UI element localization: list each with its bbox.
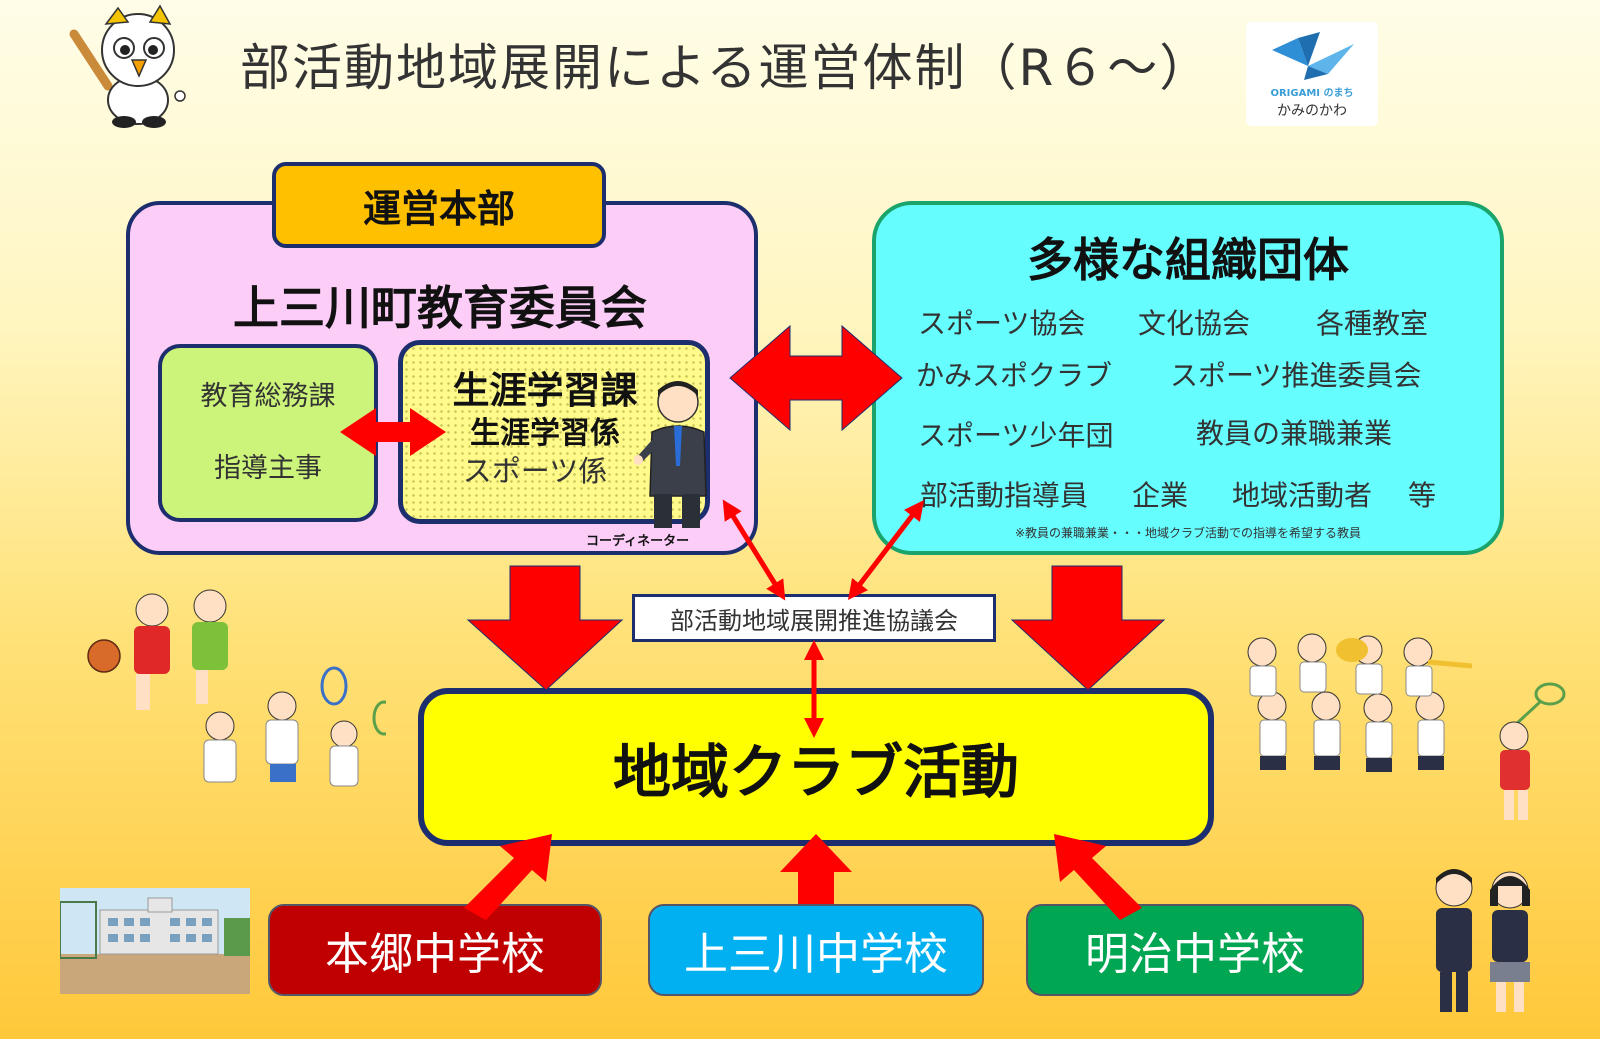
lifelong-learning-section: 生涯学習係 xyxy=(470,416,620,451)
logo-text-jp: かみのかわ xyxy=(1277,103,1347,119)
general-affairs-label: 教育総務課 xyxy=(200,381,336,412)
coordinator-label: コーディネーター xyxy=(586,534,690,549)
up-arrow-hongo xyxy=(464,834,552,920)
org-item: スポーツ少年団 xyxy=(918,419,1114,452)
mascot-owl-icon xyxy=(69,4,186,128)
up-arrow-meiji xyxy=(1054,834,1142,920)
council-link-hq xyxy=(722,499,786,601)
org-item: 地域活動者 xyxy=(1232,479,1373,512)
org-item: 等 xyxy=(1408,479,1437,512)
page-title: 部活動地域展開による運営体制（R６～） xyxy=(240,39,1212,97)
school-building-image xyxy=(60,888,250,994)
org-item: 文化協会 xyxy=(1138,307,1251,340)
up-arrow-kaminokawa xyxy=(780,834,852,904)
down-arrow-right xyxy=(1010,565,1166,691)
school-kaminokawa: 上三川中学校 xyxy=(648,904,984,996)
org-item: 教員の兼職兼業 xyxy=(1196,417,1393,450)
org-item: 部活動指導員 xyxy=(920,479,1089,512)
org-item: 各種教室 xyxy=(1316,307,1429,340)
link-arrow-hq-orgs xyxy=(729,324,903,432)
org-item: かみスポクラブ xyxy=(916,359,1113,392)
org-item: 企業 xyxy=(1132,479,1189,512)
brass-band-illustration xyxy=(1247,633,1473,772)
origami-crane-icon xyxy=(1272,32,1354,80)
down-arrow-left xyxy=(466,565,624,691)
link-arrow-internal xyxy=(340,408,446,456)
org-footnote: ※教員の兼職兼業・・・地域クラブ活動での指導を希望する教員 xyxy=(1015,526,1362,540)
headquarters-tab: 運営本部 xyxy=(272,162,606,248)
school-hongo: 本郷中学校 xyxy=(268,904,602,996)
logo-text-en: ORIGAMI のまち xyxy=(1270,88,1354,99)
lifelong-learning-title: 生涯学習課 xyxy=(452,369,638,412)
board-of-education-title: 上三川町教育委員会 xyxy=(233,281,647,335)
sports-section: スポーツ係 xyxy=(462,454,608,488)
school-meiji: 明治中学校 xyxy=(1026,904,1364,996)
students-sports-illustration xyxy=(87,589,386,787)
coordinator-person-icon xyxy=(634,381,707,528)
organizations-title: 多様な組織団体 xyxy=(1027,233,1349,287)
council-link-orgs xyxy=(847,500,925,600)
org-item: スポーツ協会 xyxy=(918,307,1086,340)
org-item: スポーツ推進委員会 xyxy=(1170,359,1422,392)
badminton-player-illustration xyxy=(1499,682,1566,820)
students-uniform-illustration xyxy=(1435,869,1530,1012)
town-logo: ORIGAMI のまち かみのかわ xyxy=(1246,22,1378,126)
organizations-box xyxy=(872,201,1504,555)
supervisor-label: 指導主事 xyxy=(214,453,322,484)
